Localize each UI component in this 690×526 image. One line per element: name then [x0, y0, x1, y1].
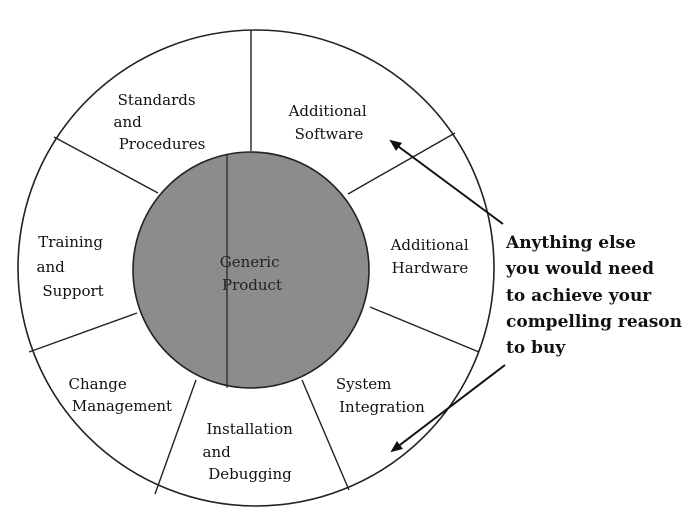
- segment-label-line: Additional: [288, 102, 367, 120]
- center-label-line: Product: [222, 276, 282, 294]
- segment-label-line: Software: [295, 125, 364, 143]
- callout-line: Anything else: [505, 233, 636, 253]
- divider-right: [369, 306, 480, 353]
- segment-label-line: Standards: [118, 91, 196, 109]
- segment-dividers: [28, 30, 480, 495]
- segment-label-software: Additional Software: [288, 102, 372, 143]
- segment-label-integration: System Integration: [336, 375, 425, 416]
- segment-label-hardware: Additional Hardware: [390, 236, 474, 277]
- callout-text: Anything else you would need to achieve …: [505, 233, 688, 358]
- segment-label-change: Change Management: [68, 375, 172, 415]
- divider-bottom: [154, 379, 197, 495]
- center-circle: [132, 151, 370, 389]
- segment-label-line: Management: [72, 397, 172, 415]
- callout-line: compelling reason: [506, 312, 682, 332]
- center-label: Generic Product: [220, 253, 285, 294]
- arrow-to-system-integration: [390, 364, 506, 453]
- segment-label-line: and: [114, 113, 143, 131]
- segment-label-line: Installation: [206, 420, 293, 438]
- callout-line: to achieve your: [506, 286, 652, 306]
- segment-label-line: Hardware: [392, 259, 469, 277]
- segment-label-installation: Installation and Debugging: [203, 420, 298, 483]
- segment-label-line: Integration: [339, 398, 425, 416]
- segment-label-line: System: [336, 375, 392, 393]
- divider-upper-right: [347, 132, 456, 195]
- center-label-line: Generic: [220, 253, 280, 271]
- callout-line: to buy: [506, 338, 566, 358]
- segment-label-line: and: [203, 443, 232, 461]
- divider-lower-left: [28, 312, 138, 353]
- segment-label-training: Training and Support: [37, 233, 108, 300]
- divider-lower-right: [301, 379, 350, 491]
- segment-label-line: Procedures: [119, 135, 206, 153]
- segment-label-line: Additional: [390, 236, 469, 254]
- arrow-to-additional-software: [389, 139, 504, 225]
- segment-label-line: Training: [38, 233, 103, 251]
- divider-upper-left: [53, 136, 159, 194]
- callout-line: you would need: [505, 259, 654, 279]
- segment-label-line: and: [37, 258, 66, 276]
- segment-label-line: Support: [42, 282, 103, 300]
- segment-label-standards: Standards and Procedures: [114, 91, 206, 153]
- segment-label-line: Change: [68, 375, 126, 393]
- segment-label-line: Debugging: [208, 465, 292, 483]
